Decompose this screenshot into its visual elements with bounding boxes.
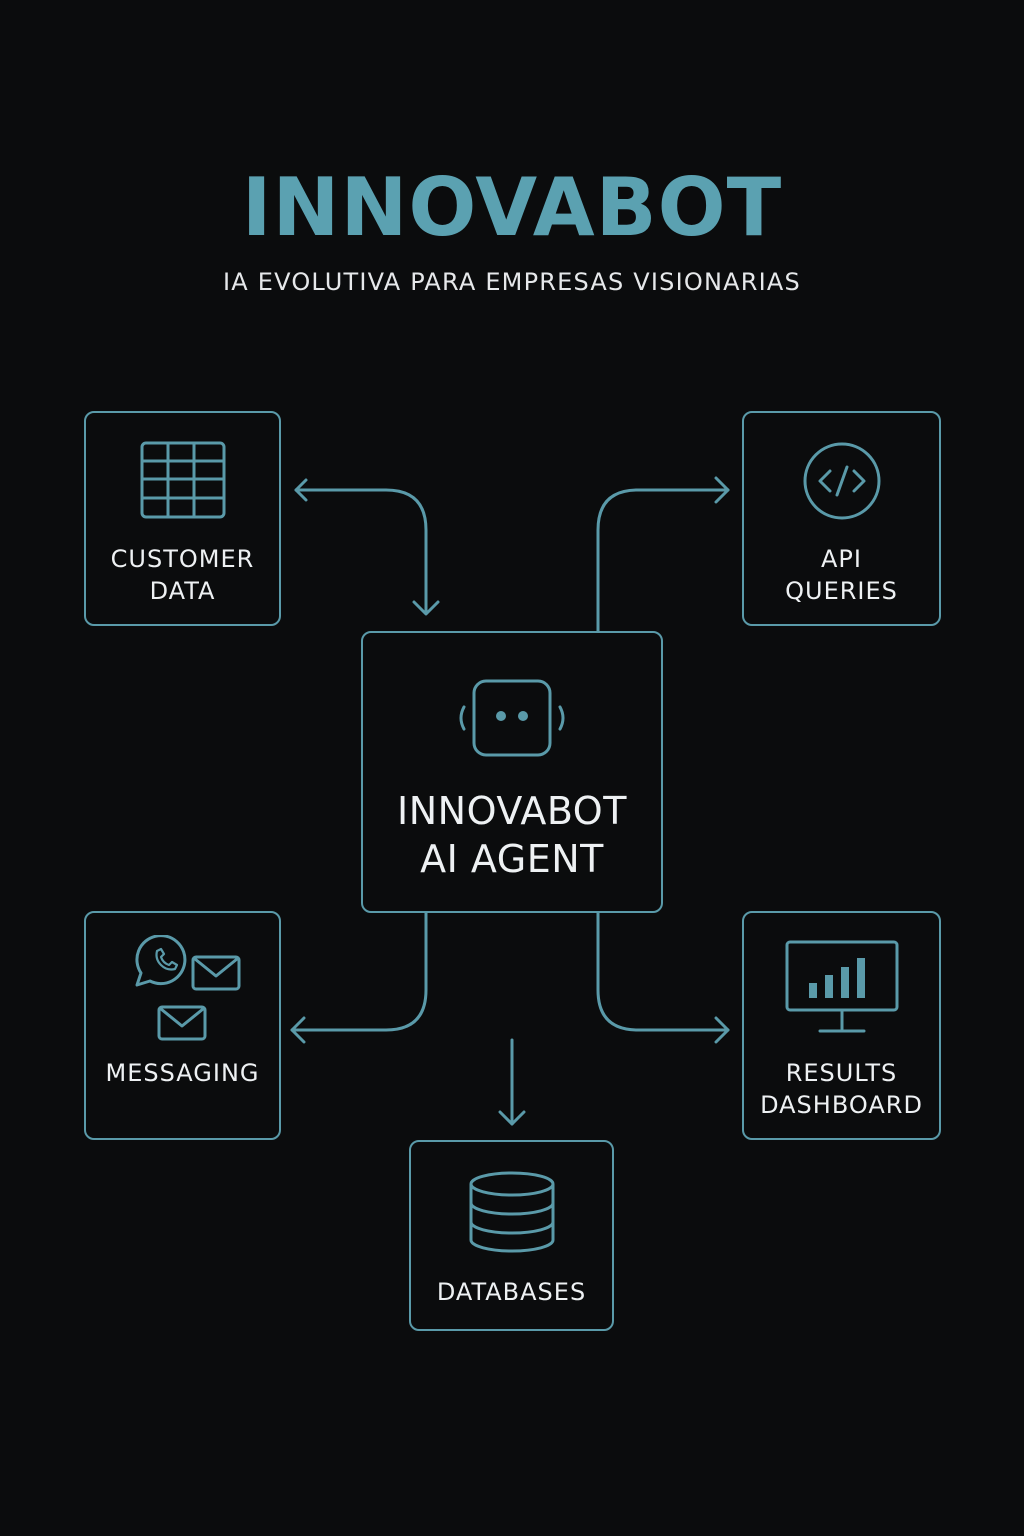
code-icon <box>744 441 939 521</box>
arrow-to-databases <box>498 1038 526 1126</box>
database-icon <box>411 1170 612 1254</box>
robot-icon <box>363 679 661 757</box>
arrow-agent-to-api-queries <box>596 476 730 634</box>
api-queries-node: API QUERIES <box>742 411 941 626</box>
table-grid-icon <box>86 441 279 519</box>
customer-data-node: CUSTOMER DATA <box>84 411 281 626</box>
innovabot-agent-label: INNOVABOT AI AGENT <box>397 789 627 881</box>
arrow-customer-data-to-agent <box>294 478 440 616</box>
page-subtitle: IA EVOLUTIVA PARA EMPRESAS VISIONARIAS <box>223 268 801 296</box>
page-title: INNOVABOT <box>241 161 783 254</box>
messaging-node: MESSAGING <box>84 911 281 1140</box>
whatsapp-and-mail-icon <box>86 935 279 1041</box>
arrow-agent-to-messaging <box>290 910 428 1044</box>
monitor-bar-chart-icon <box>744 939 939 1035</box>
messaging-label: MESSAGING <box>105 1059 260 1087</box>
api-queries-label: API QUERIES <box>785 545 898 605</box>
customer-data-label: CUSTOMER DATA <box>110 545 255 605</box>
innovabot-agent-node: INNOVABOT AI AGENT <box>361 631 663 913</box>
databases-label: DATABASES <box>436 1278 587 1306</box>
arrow-agent-to-results-dashboard <box>596 910 730 1044</box>
results-dashboard-label: RESULTS DASHBOARD <box>760 1059 923 1119</box>
databases-node: DATABASES <box>409 1140 614 1331</box>
results-dashboard-node: RESULTS DASHBOARD <box>742 911 941 1140</box>
